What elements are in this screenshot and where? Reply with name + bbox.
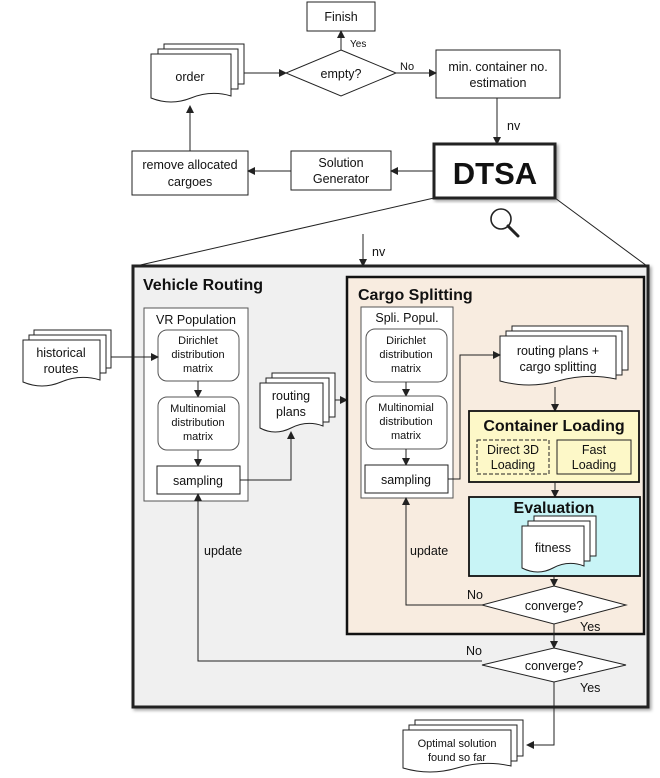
optimal-solution-stack: Optimal solution found so far [402,719,524,773]
empty-yes-label: Yes [350,39,366,50]
vr-sampling-label: sampling [173,474,223,488]
fitness-stack: fitness [521,515,597,573]
solution-gen-label-1: Solution [318,156,363,170]
order-stack: order [150,43,245,103]
vr-dirichlet-1: Dirichlet [178,335,218,347]
vr-dirichlet-box: Dirichlet distribution matrix [157,329,240,382]
min-container-box: min. container no. estimation [435,49,561,99]
remove-cargoes-box: remove allocated cargoes [131,150,249,196]
cs-mult-2: distribution [379,416,432,428]
order-label: order [175,70,204,84]
cs-dirichlet-2: distribution [379,349,432,361]
plans-splitting-1: routing plans + [517,344,599,358]
cs-dirichlet-3: matrix [391,363,421,375]
min-container-label-2: estimation [470,76,527,90]
remove-label-2: cargoes [168,175,212,189]
spli-population-label: Spli. Popul. [375,311,438,325]
vr-mult-3: matrix [183,431,213,443]
cs-sampling-box: sampling [364,464,449,494]
direct-3d-loading-box: Direct 3D Loading [476,439,550,475]
solution-gen-label-2: Generator [313,172,369,186]
cs-converge-decision: converge? [480,585,628,625]
direct-label-1: Direct 3D [487,443,539,457]
vr-converge-decision: converge? [481,647,627,683]
empty-label: empty? [321,67,362,81]
vr-mult-1: Multinomial [170,403,226,415]
vr-no-label: No [466,644,482,658]
vr-yes-arrow [526,682,555,749]
empty-decision: empty? [284,49,398,97]
cs-yes-label: Yes [580,620,600,634]
dtsa-label: DTSA [453,156,537,191]
fast-loading-box: Fast Loading [556,439,632,475]
remove-label-1: remove allocated [142,158,237,172]
cs-sampling-to-plans-arrow [448,351,501,480]
routing-plans-1: routing [272,389,310,403]
fast-label-1: Fast [582,443,607,457]
zoom-line-right [554,197,648,267]
evaluation-title: Evaluation [514,500,595,517]
plans-splitting-stack: routing plans + cargo splitting [499,325,629,386]
solution-generator-box: Solution Generator [290,150,392,191]
historical-2: routes [44,362,79,376]
zoom-line-left [135,197,435,267]
finish-box: Finish [306,1,376,32]
vr-dirichlet-3: matrix [183,363,213,375]
cs-no-label: No [467,588,483,602]
cs-sampling-label: sampling [381,473,431,487]
magnifier-icon [490,208,520,238]
vr-update-loop-arrow [194,493,482,662]
vr-yes-label: Yes [580,681,600,695]
container-loading-title: Container Loading [483,418,624,435]
plans-splitting-2: cargo splitting [519,360,596,374]
fast-label-2: Loading [572,458,617,472]
dtsa-box: DTSA [432,142,557,200]
cs-multinomial-box: Multinomial distribution matrix [365,395,448,450]
routing-plans-stack: routing plans [259,372,336,433]
routing-plans-2: plans [276,405,306,419]
vr-population-label: VR Population [156,313,236,327]
cs-converge-label: converge? [525,599,583,613]
cs-dirichlet-box: Dirichlet distribution matrix [365,328,448,383]
historical-1: historical [36,346,85,360]
cs-mult-1: Multinomial [378,402,434,414]
cs-dirichlet-1: Dirichlet [386,335,426,347]
cs-mult-3: matrix [391,430,421,442]
historical-routes-stack: historical routes [22,329,112,387]
vr-sampling-box: sampling [156,465,241,495]
vr-converge-label: converge? [525,659,583,673]
vr-multinomial-box: Multinomial distribution matrix [157,396,240,451]
vr-sampling-to-plans-arrow [240,431,295,481]
empty-no-label: No [400,61,414,73]
vr-dirichlet-2: distribution [171,349,224,361]
cargo-splitting-title: Cargo Splitting [358,287,473,304]
nv-label: nv [372,245,386,259]
vr-mult-2: distribution [171,417,224,429]
optimal-label-1: Optimal solution [418,738,497,750]
direct-label-2: Loading [491,458,536,472]
fitness-label: fitness [535,541,571,555]
vr-update-label: update [204,544,242,558]
optimal-label-2: found so far [428,752,486,764]
nv-label-top: nv [507,119,521,133]
min-container-label-1: min. container no. [448,60,547,74]
cs-update-label: update [410,544,448,558]
finish-label: Finish [324,10,357,24]
vehicle-routing-title: Vehicle Routing [143,277,263,294]
cs-update-loop-arrow [402,497,482,606]
